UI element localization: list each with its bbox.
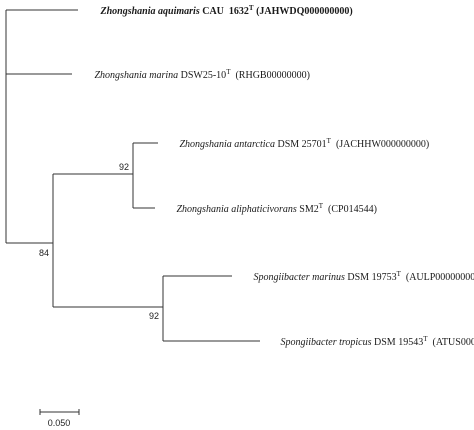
type-strain-mark: T [319, 202, 324, 210]
taxon-strain: CAU 1632 [200, 6, 249, 17]
scale-bar-label: 0.050 [48, 418, 71, 428]
taxon-strain: DSM 19753 [345, 272, 397, 283]
taxon-name: Zhongshania marina [95, 70, 179, 81]
taxon-accession: (JACHHW000000000) [331, 139, 429, 150]
taxon-accession: (CP014544) [323, 204, 377, 215]
taxon-label-spongiibacter-tropicus: Spongiibacter tropicus DSM 19543T (ATUS0… [263, 335, 474, 348]
taxon-accession: (AULP00000000) [401, 272, 474, 283]
bootstrap-value-genus-split: 84 [39, 248, 49, 258]
taxon-label-spongiibacter-marinus: Spongiibacter marinus DSM 19753T (AULP00… [236, 270, 474, 283]
taxon-label-antarctica: Zhongshania antarctica DSM 25701T (JACHH… [162, 137, 442, 150]
type-strain-mark: T [249, 4, 254, 12]
taxon-name: Zhongshania aquimaris [100, 6, 200, 17]
taxon-label-aliphaticivorans: Zhongshania aliphaticivorans SM2T (CP014… [159, 202, 389, 215]
taxon-labels: Zhongshania aquimaris CAU 1632T (JAHWDQ0… [77, 4, 474, 348]
taxon-name: Spongiibacter tropicus [281, 337, 372, 348]
tree-branches [5, 9, 260, 342]
taxon-strain: DSM 25701 [275, 139, 327, 150]
taxon-name: Zhongshania aliphaticivorans [177, 204, 297, 215]
bootstrap-values: 92 84 92 [39, 162, 159, 321]
taxon-label-aquimaris: Zhongshania aquimaris CAU 1632T (JAHWDQ0… [83, 4, 365, 17]
bootstrap-value-zhongshania-subclade: 92 [119, 162, 129, 172]
type-strain-mark: T [397, 270, 402, 278]
taxon-strain: DSW25-10 [178, 70, 226, 81]
taxon-strain: SM2 [297, 204, 319, 215]
taxon-accession: (ATUS00000000) [427, 337, 474, 348]
scale-bar: 0.050 [39, 409, 80, 428]
type-strain-mark: T [226, 68, 231, 76]
taxon-label-marina: Zhongshania marina DSW25-10T (RHGB000000… [77, 68, 322, 81]
type-strain-mark: T [423, 335, 428, 343]
taxon-name: Spongiibacter marinus [254, 272, 345, 283]
taxon-name: Zhongshania antarctica [180, 139, 275, 150]
taxon-accession: (JAHWDQ000000000) [254, 6, 353, 17]
taxon-accession: (RHGB00000000) [230, 70, 309, 81]
bootstrap-value-spongiibacter-subclade: 92 [149, 311, 159, 321]
type-strain-mark: T [327, 137, 332, 145]
taxon-strain: DSM 19543 [372, 337, 424, 348]
